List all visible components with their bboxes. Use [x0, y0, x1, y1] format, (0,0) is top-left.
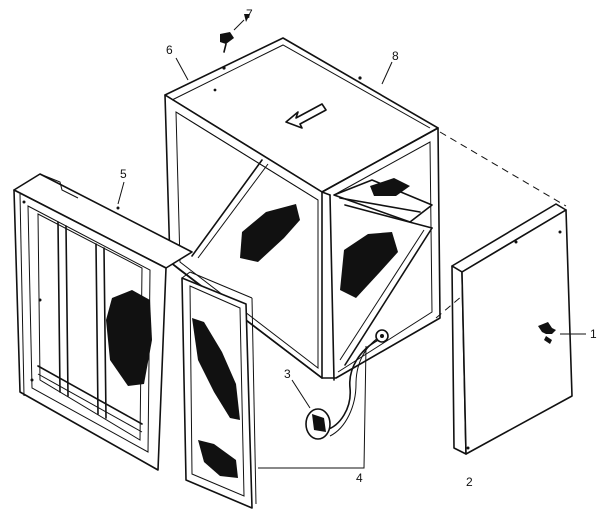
filter-element-shading	[192, 318, 240, 478]
callout-2: 2	[466, 475, 473, 489]
callout-1: 1	[590, 327, 597, 341]
leader-5	[117, 181, 125, 205]
callout-3: 3	[284, 367, 291, 381]
alignment-line-top	[439, 131, 567, 207]
callout-7: 7	[246, 7, 253, 21]
top-screw	[220, 14, 250, 53]
alignment-line-bottom	[435, 295, 463, 319]
side-access-panel	[451, 203, 573, 455]
callout-4: 4	[356, 471, 363, 485]
callout-6: 6	[166, 43, 173, 57]
leader-8	[381, 61, 393, 85]
leader-3	[291, 379, 311, 409]
drain-fitting	[305, 329, 389, 440]
leader-4	[258, 345, 367, 469]
front-frame-shading	[106, 290, 152, 386]
front-filter-frame	[13, 173, 193, 471]
cabinet-coil-shading	[240, 178, 410, 298]
callout-5: 5	[120, 167, 127, 181]
leader-6	[175, 57, 189, 81]
callout-8: 8	[392, 49, 399, 63]
panel-thumb-screw	[538, 322, 556, 344]
